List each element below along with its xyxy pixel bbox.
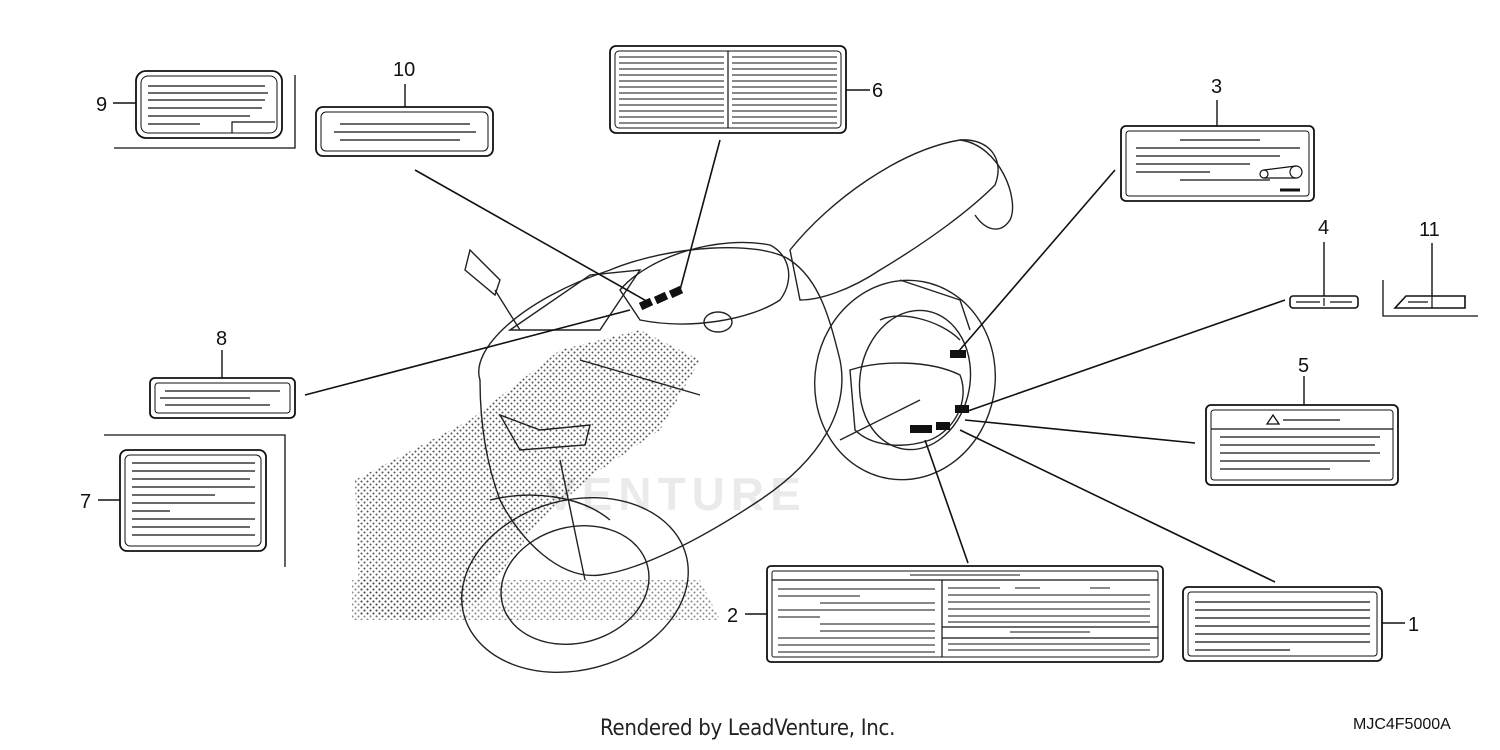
callout-2: 2 (727, 605, 738, 627)
decal-mark-tank-1 (638, 297, 654, 311)
swingarm (839, 399, 921, 441)
label-3 (1120, 100, 1315, 202)
label-7-inner (124, 454, 262, 547)
engine (849, 362, 964, 446)
label-10 (315, 84, 494, 157)
leader-line-2 (924, 439, 969, 564)
leader-line-5 (964, 419, 1196, 444)
label-11-bracket (1382, 280, 1478, 317)
label-9 (113, 70, 296, 149)
rear-wheel (813, 279, 997, 481)
headlight (498, 413, 591, 451)
front-fender (489, 494, 611, 521)
label-5-inner (1210, 409, 1394, 481)
label-1-inner (1187, 591, 1378, 657)
stipple-honda-logo (352, 580, 720, 620)
callout-1: 1 (1408, 614, 1419, 636)
handlebar (579, 359, 701, 396)
label-7-outer (119, 449, 267, 552)
label-9-outer (135, 70, 283, 139)
callout-5: 5 (1298, 355, 1309, 377)
callout-4: 4 (1318, 217, 1329, 239)
label-9-bracket (114, 75, 296, 149)
front-rim (500, 525, 650, 645)
stipple-shadow-front (355, 330, 700, 620)
label-8 (149, 350, 296, 419)
label-7-bracket (104, 434, 286, 567)
label-6 (609, 45, 870, 134)
callout-10: 10 (393, 59, 415, 81)
watermark: VENTURE (545, 468, 807, 520)
callout-3: 3 (1211, 76, 1222, 98)
decal-mark-rear-1 (910, 425, 932, 433)
label-6-lines (619, 56, 837, 124)
warning-triangle-icon (1265, 413, 1281, 425)
callout-7: 7 (80, 491, 91, 513)
callout-8: 8 (216, 328, 227, 350)
label-1 (1182, 586, 1405, 662)
front-fork (559, 459, 586, 581)
windscreen (507, 269, 642, 331)
tank-cap (703, 311, 733, 333)
front-wheel (461, 496, 689, 674)
label-3-chain-diagram (1259, 165, 1303, 179)
exhaust (879, 315, 961, 341)
callout-9: 9 (96, 94, 107, 116)
label-11-shape (1393, 295, 1466, 309)
mirror-stalk (494, 289, 521, 331)
label-8-inner (154, 382, 291, 414)
leader-line-4 (964, 299, 1286, 413)
decal-mark-tank-2 (653, 291, 669, 305)
label-11 (1382, 243, 1478, 317)
label-9-inner (140, 75, 278, 134)
leader-lines (304, 139, 1286, 583)
leader-line-6 (679, 139, 721, 291)
callout-11: 11 (1419, 219, 1440, 241)
mirror (464, 248, 501, 297)
rear-fender (899, 279, 971, 331)
label-2-inner (771, 570, 1159, 658)
leader-line-3 (957, 169, 1116, 353)
footer-credit: Rendered by LeadVenture, Inc. (600, 716, 896, 741)
label-3-inner (1125, 130, 1310, 197)
fuel-tank (619, 241, 790, 325)
rear-rim (858, 309, 972, 451)
label-5 (1205, 376, 1399, 486)
seat-tail (789, 139, 999, 301)
fairing (478, 246, 843, 577)
leader-line-10 (414, 169, 651, 304)
tail-tip (959, 139, 1014, 230)
label-4 (1289, 242, 1359, 309)
decal-mark-rear-4 (955, 405, 969, 413)
decal-mark-rear-2 (936, 422, 950, 430)
callout-6: 6 (872, 80, 883, 102)
leader-line-1 (959, 429, 1276, 583)
motorcycle-illustration (352, 139, 1014, 674)
label-10-inner (320, 111, 489, 152)
label-7 (98, 434, 286, 567)
decal-mark-rear-3 (950, 350, 966, 358)
diagram-code: MJC4F5000A (1353, 716, 1451, 733)
leader-line-8 (304, 309, 631, 396)
label-2 (745, 565, 1164, 663)
